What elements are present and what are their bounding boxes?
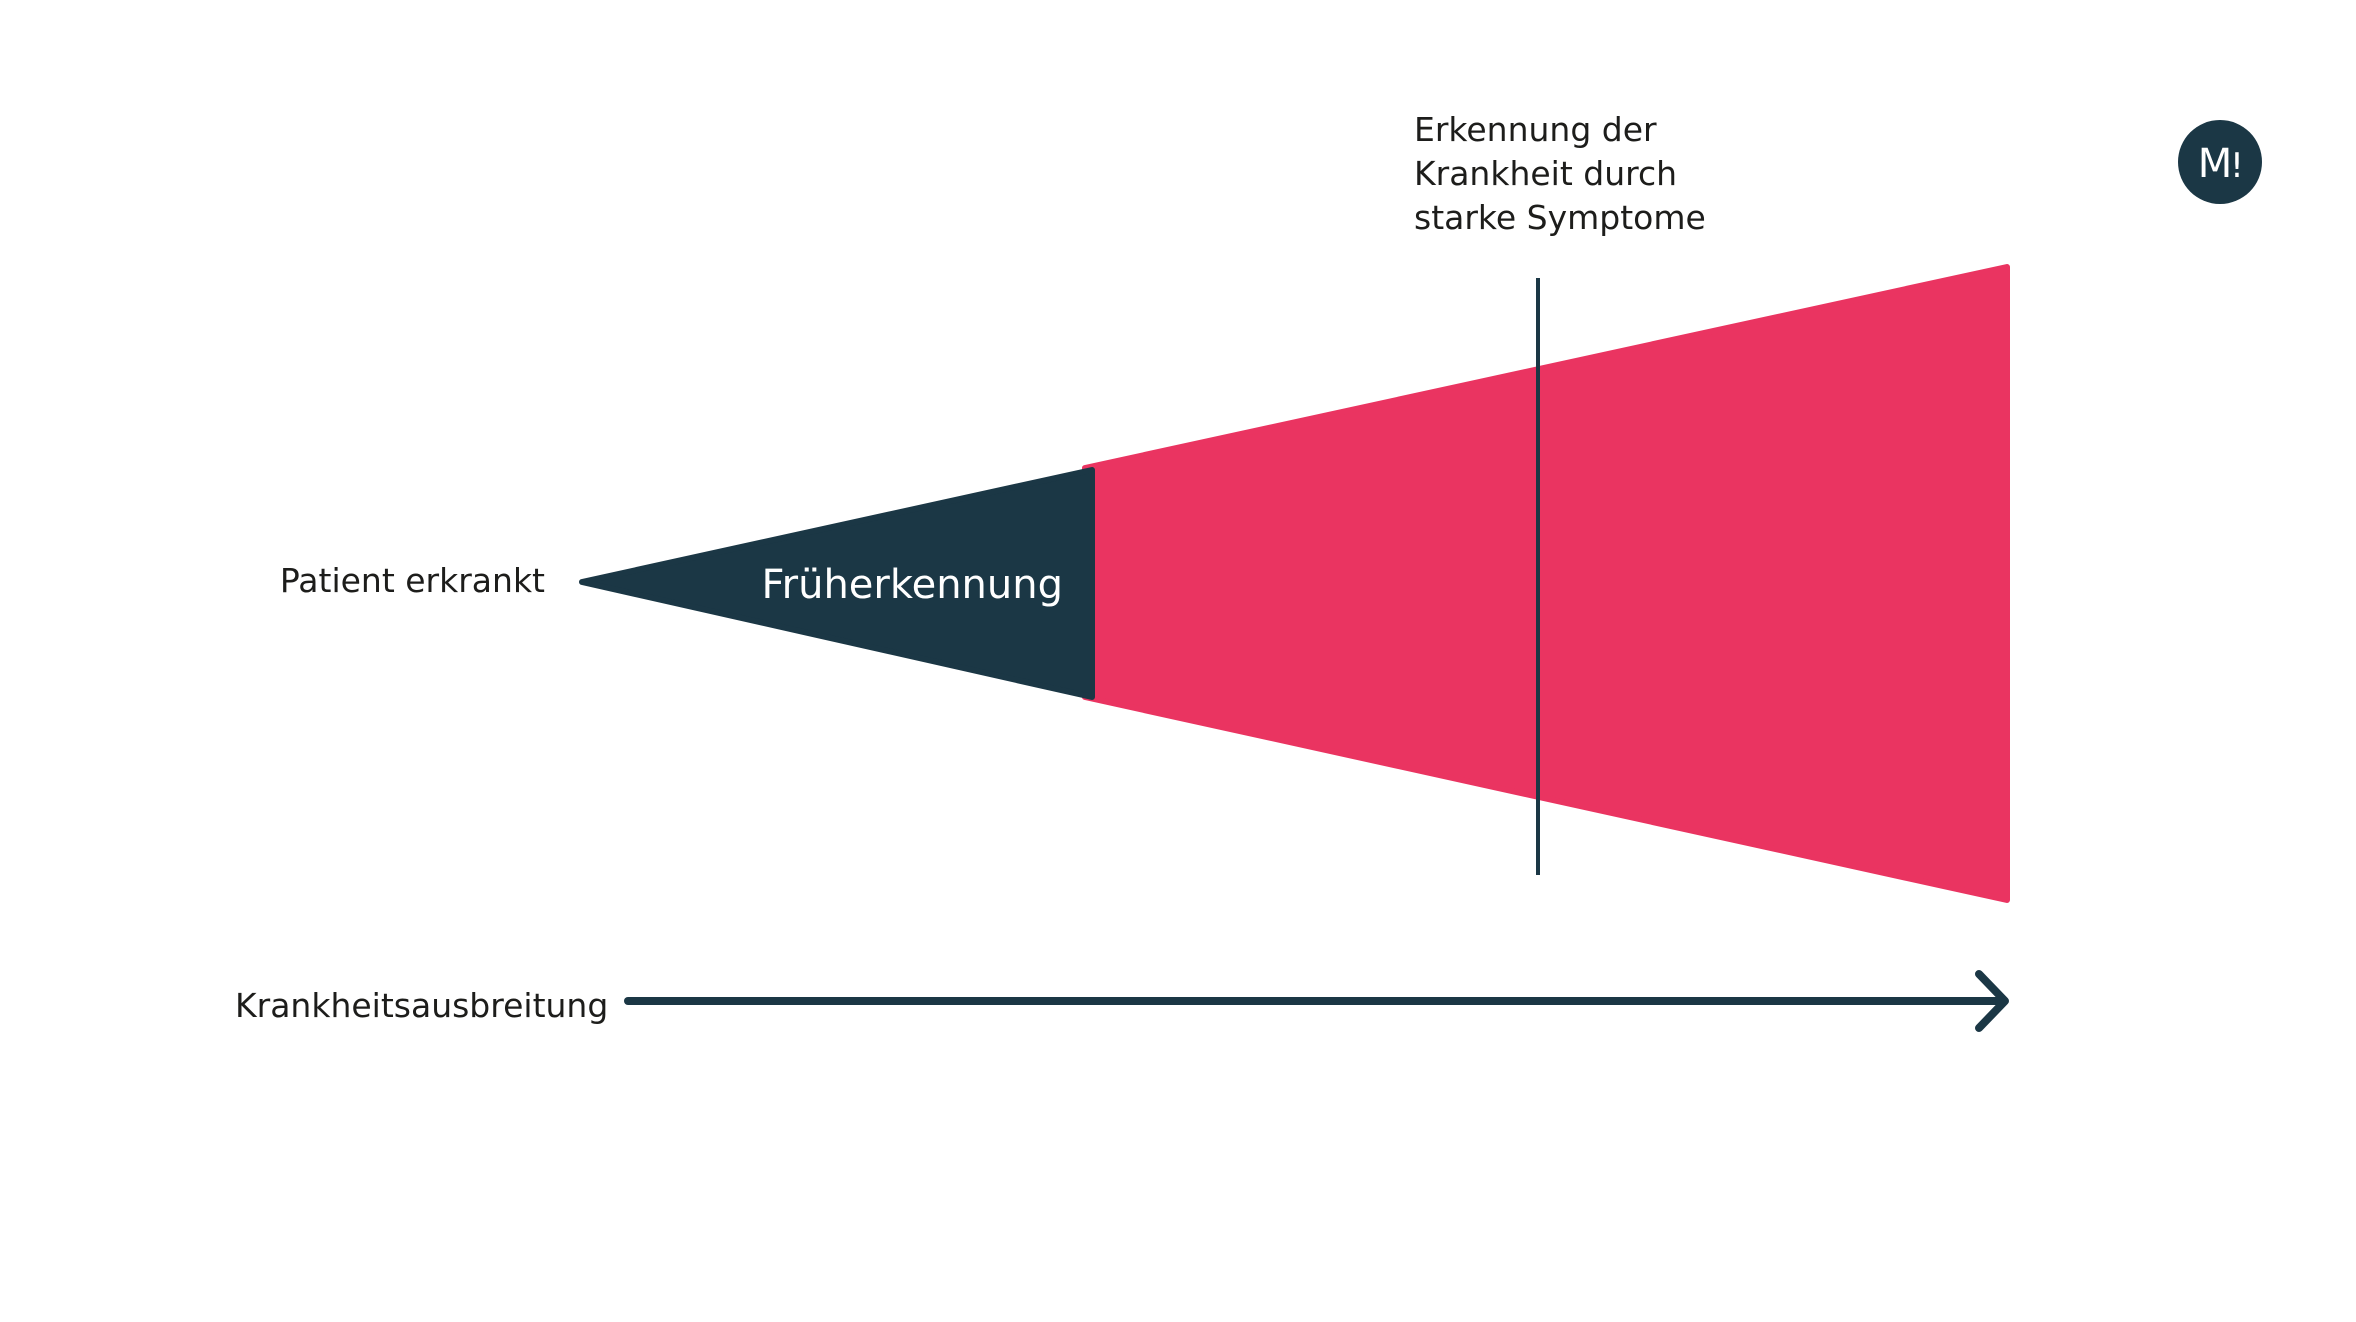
progression-axis-arrowhead: [1975, 970, 2009, 1032]
logo-badge: M !: [2178, 120, 2262, 204]
early-detection-label: Früherkennung: [762, 562, 1063, 608]
logo-mark: !: [2230, 146, 2244, 186]
logo-circle: [2178, 120, 2262, 204]
axis-label: Krankheitsausbreitung: [235, 986, 608, 1025]
logo-letter: M: [2198, 141, 2233, 187]
early-detection-area: [579, 467, 1095, 700]
symptoms-label-line1: Erkennung der: [1414, 110, 1657, 149]
patient-label: Patient erkrankt: [280, 561, 545, 600]
late-detection-area: [1082, 264, 2010, 903]
symptoms-label-line3: starke Symptome: [1414, 198, 1706, 237]
symptoms-label-line2: Krankheit durch: [1414, 154, 1677, 193]
